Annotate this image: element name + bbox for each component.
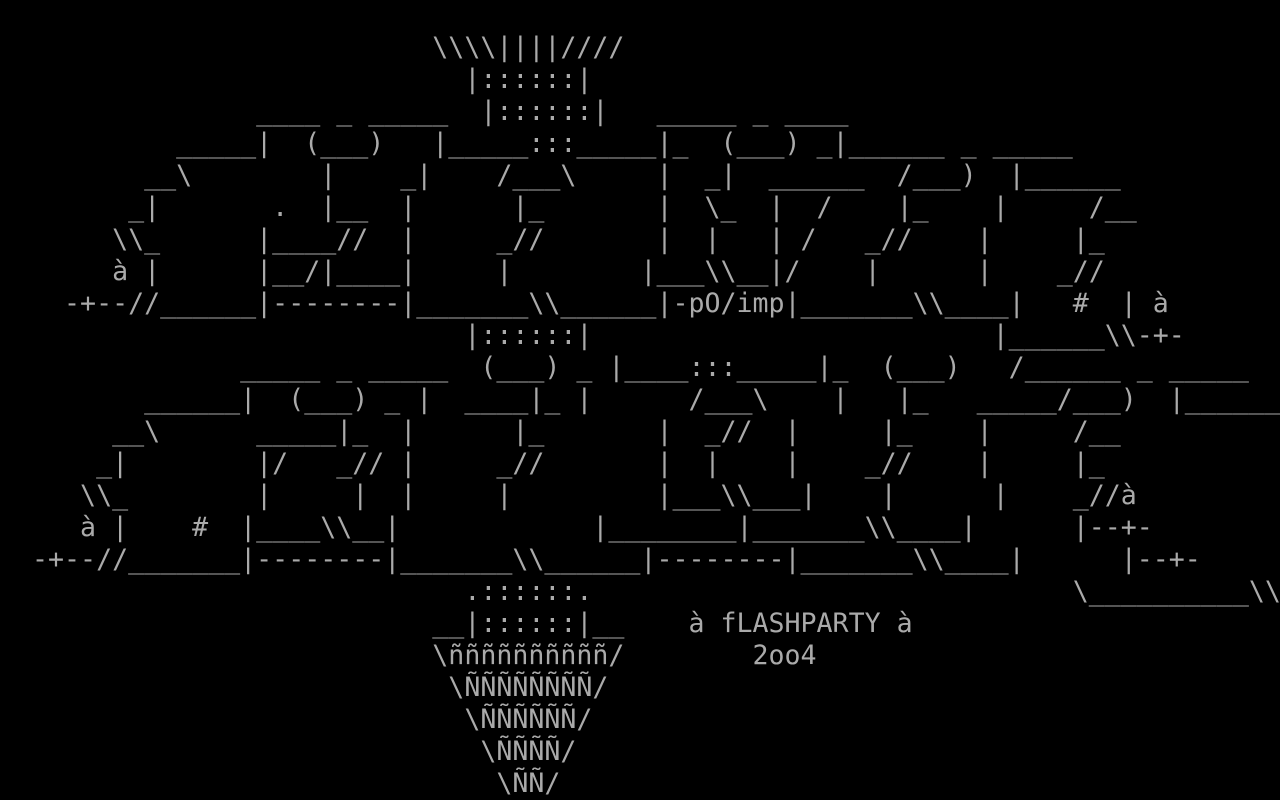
terminal-screen: \\\\||||//// |::::::| ____ _ _____ |::::… [32, 32, 1280, 799]
ascii-art-logo: \\\\||||//// |::::::| ____ _ _____ |::::… [0, 32, 1280, 800]
art-line: \ÑÑÑÑÑÑ/ [0, 704, 593, 735]
art-line: \ÑÑ/ [0, 768, 561, 799]
art-line: _| . |__ | |_ | \_ | / |_ | /__ [0, 192, 1137, 223]
art-line: à | # |____\\__| |________|_______\\____… [0, 512, 1153, 543]
art-line: __|::::::|__ à fLASHPARTY à [0, 608, 913, 639]
art-line: \ÑÑÑÑÑÑÑÑ/ [0, 672, 609, 703]
art-line: -+--//_______|--------|_______\\______|-… [0, 544, 1201, 575]
art-line: .::::::. \__________\\ [0, 576, 1280, 607]
art-line: __\ | _| /___\ | _| ______ /___) |______ [0, 160, 1121, 191]
art-line: ______| (___) _ | ____|_ | /___\ | |_ __… [0, 384, 1280, 415]
art-line: -+--//______|--------|_______\\______|-p… [0, 288, 1169, 319]
art-line: _____ _ _____ (___) _ |____:::_____|_ (_… [0, 352, 1249, 383]
art-line: \ññññññññññ/ 2oo4 [0, 640, 817, 671]
art-line: _____| (___) |_____:::_____|_ (___) _|__… [0, 128, 1073, 159]
art-line: à | |__/|____| | |___\\__|/ | | _// [0, 256, 1105, 287]
art-line: |::::::| |______\\-+- [0, 320, 1185, 351]
art-line: _| |/ _// | _// | | | _// | |_ [0, 448, 1105, 479]
art-line: \\\\||||//// [0, 32, 625, 63]
art-line: |::::::| [0, 64, 593, 95]
art-line: ____ _ _____ |::::::| _____ _ ____ [0, 96, 849, 127]
art-line: \\_ | | | | |___\\___| | | _//à [0, 480, 1137, 511]
art-line: \ÑÑÑÑ/ [0, 736, 577, 767]
art-line: __\ _____|_ | |_ | _// | |_ | /__ [0, 416, 1121, 447]
art-line: \\_ |____// | _// | | | / _// | |_ [0, 224, 1105, 255]
